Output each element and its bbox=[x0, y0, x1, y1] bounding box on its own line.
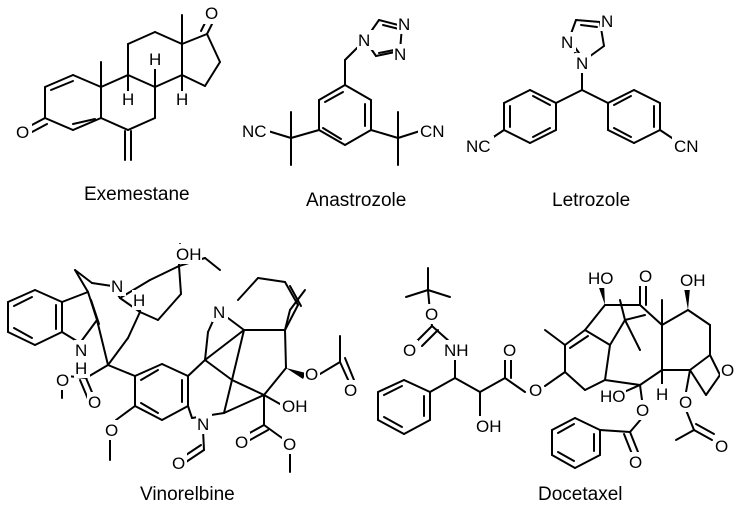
compound-name-exemestane: Exemestane bbox=[84, 184, 190, 205]
compound-name-docetaxel: Docetaxel bbox=[538, 484, 623, 505]
atom-label: O bbox=[305, 365, 318, 384]
atom-label: N bbox=[197, 415, 209, 434]
atom-label: O bbox=[503, 341, 516, 360]
atom-label: CN bbox=[674, 137, 699, 156]
atom-label: NH bbox=[444, 341, 469, 360]
atom-label: N bbox=[111, 277, 123, 296]
atom-label: H bbox=[149, 50, 161, 69]
atom-label: N bbox=[213, 303, 225, 322]
atom-label: H bbox=[122, 90, 134, 109]
compound-name-vinorelbine: Vinorelbine bbox=[140, 484, 235, 505]
atom-label: H bbox=[133, 291, 145, 310]
exemestane-structure: H H H O O Exemestane bbox=[14, 4, 221, 205]
atom-label: N bbox=[601, 12, 613, 31]
atom-label: H bbox=[656, 385, 668, 404]
atom-label: OH bbox=[680, 271, 706, 290]
anastrozole-structure: N N N NC CN Anastrozole bbox=[240, 14, 448, 211]
atom-label: O bbox=[721, 361, 734, 380]
atom-label: O bbox=[403, 341, 416, 360]
atom-label: NC bbox=[466, 137, 491, 156]
atom-label: OH bbox=[476, 417, 502, 436]
atom-label: O bbox=[636, 401, 649, 420]
atom-label: NC bbox=[242, 122, 267, 141]
atom-label: O bbox=[105, 421, 118, 440]
atom-label: H bbox=[176, 90, 188, 109]
atom-label: H bbox=[75, 359, 87, 378]
atom-label: O bbox=[425, 305, 438, 324]
atom-label: N bbox=[358, 31, 370, 50]
atom-label: O bbox=[629, 453, 642, 472]
atom-label: O bbox=[56, 371, 69, 390]
atom-label: O bbox=[639, 267, 652, 286]
atom-label: O bbox=[16, 123, 29, 142]
atom-label: N bbox=[394, 45, 406, 64]
atom-label: O bbox=[715, 437, 728, 456]
atom-label: O bbox=[235, 433, 248, 452]
vinorelbine-structure: N H OH N H O O O N O N O O OH O O Vinore… bbox=[7, 243, 359, 505]
compound-name-letrozole: Letrozole bbox=[552, 190, 630, 211]
atom-label: N bbox=[576, 54, 588, 73]
atom-label: HO bbox=[600, 387, 626, 406]
letrozole-structure: N N N NC CN Letrozole bbox=[464, 11, 702, 211]
docetaxel-structure: NH O O O OH O HO O OH O HO H O O O O Doc… bbox=[377, 266, 736, 505]
atom-label: O bbox=[344, 381, 357, 400]
atom-label: O bbox=[679, 393, 692, 412]
atom-label: O bbox=[529, 381, 542, 400]
atom-label: O bbox=[172, 454, 185, 473]
atom-label: OH bbox=[176, 245, 202, 264]
atom-label: HO bbox=[588, 269, 614, 288]
atom-label: N bbox=[561, 33, 573, 52]
atom-label: OH bbox=[282, 397, 308, 416]
atom-label: O bbox=[205, 4, 218, 23]
atom-label: N bbox=[75, 341, 87, 360]
compound-name-anastrozole: Anastrozole bbox=[306, 190, 406, 211]
atom-label: CN bbox=[420, 122, 445, 141]
atom-label: N bbox=[398, 15, 410, 34]
atom-label: O bbox=[283, 435, 296, 454]
atom-label: O bbox=[88, 393, 101, 412]
